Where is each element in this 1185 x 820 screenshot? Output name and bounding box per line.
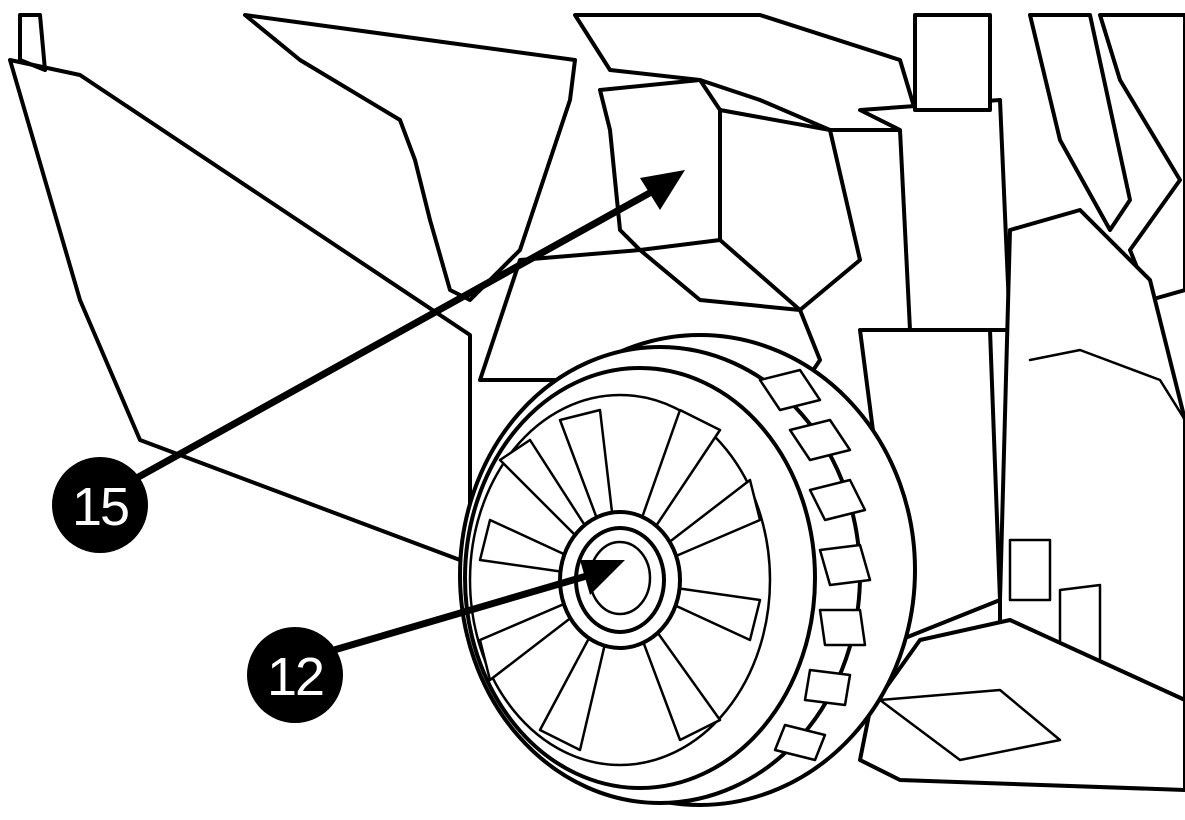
grass-grille-upper [243, 13, 577, 302]
wheel-tread [758, 368, 872, 762]
callout-15: 15 [52, 457, 148, 553]
rear-wheel [458, 333, 917, 807]
leader-line-12 [296, 560, 625, 664]
leader-line-15 [111, 170, 685, 494]
callout-12-label: 12 [267, 647, 323, 707]
callout-12: 12 [247, 627, 343, 723]
handle-bar-left [18, 13, 47, 72]
mower-body [478, 13, 1185, 792]
callout-15-label: 15 [72, 477, 128, 537]
